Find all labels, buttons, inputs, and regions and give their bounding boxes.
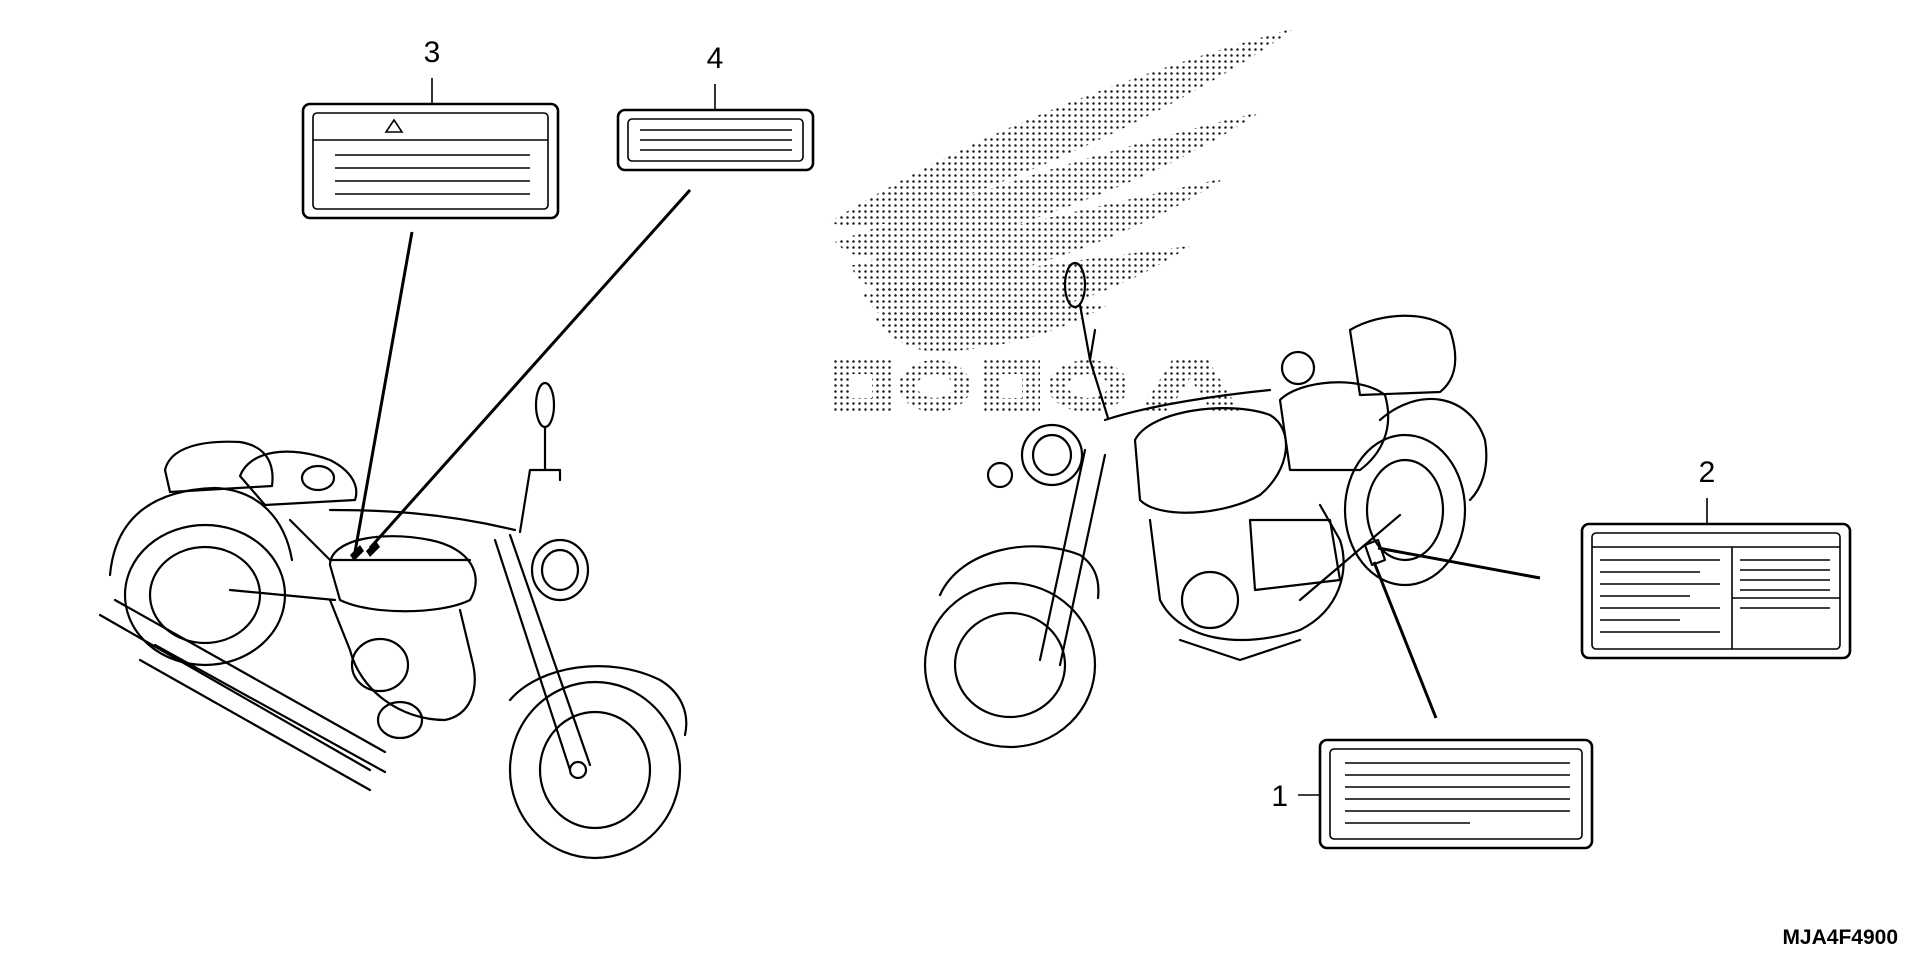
honda-wordmark-watermark xyxy=(832,360,1240,412)
drawing-code: MJA4F4900 xyxy=(1782,926,1898,949)
label-location-mark-3 xyxy=(350,545,364,561)
caution-label-2 xyxy=(1580,498,1852,660)
callout-number-2: 2 xyxy=(1699,456,1716,489)
leader-line-4 xyxy=(368,189,692,549)
leader-line-1 xyxy=(1372,561,1438,719)
caution-label-3 xyxy=(301,78,560,220)
label-location-mark-4 xyxy=(366,541,380,557)
warning-triangle-icon xyxy=(384,118,404,133)
motorcycle-right-view xyxy=(923,261,1488,749)
honda-wing-logo-icon xyxy=(830,28,1295,412)
caution-label-1 xyxy=(1298,738,1594,850)
motorcycle-left-view xyxy=(98,381,688,860)
leader-line-2 xyxy=(1377,546,1541,580)
leader-lines xyxy=(350,189,1541,719)
leader-line-3 xyxy=(353,231,414,553)
callout-number-1: 1 xyxy=(1271,780,1288,813)
callout-number-4: 4 xyxy=(707,42,724,75)
callout-number-3: 3 xyxy=(424,36,441,69)
caution-label-4 xyxy=(616,84,815,172)
